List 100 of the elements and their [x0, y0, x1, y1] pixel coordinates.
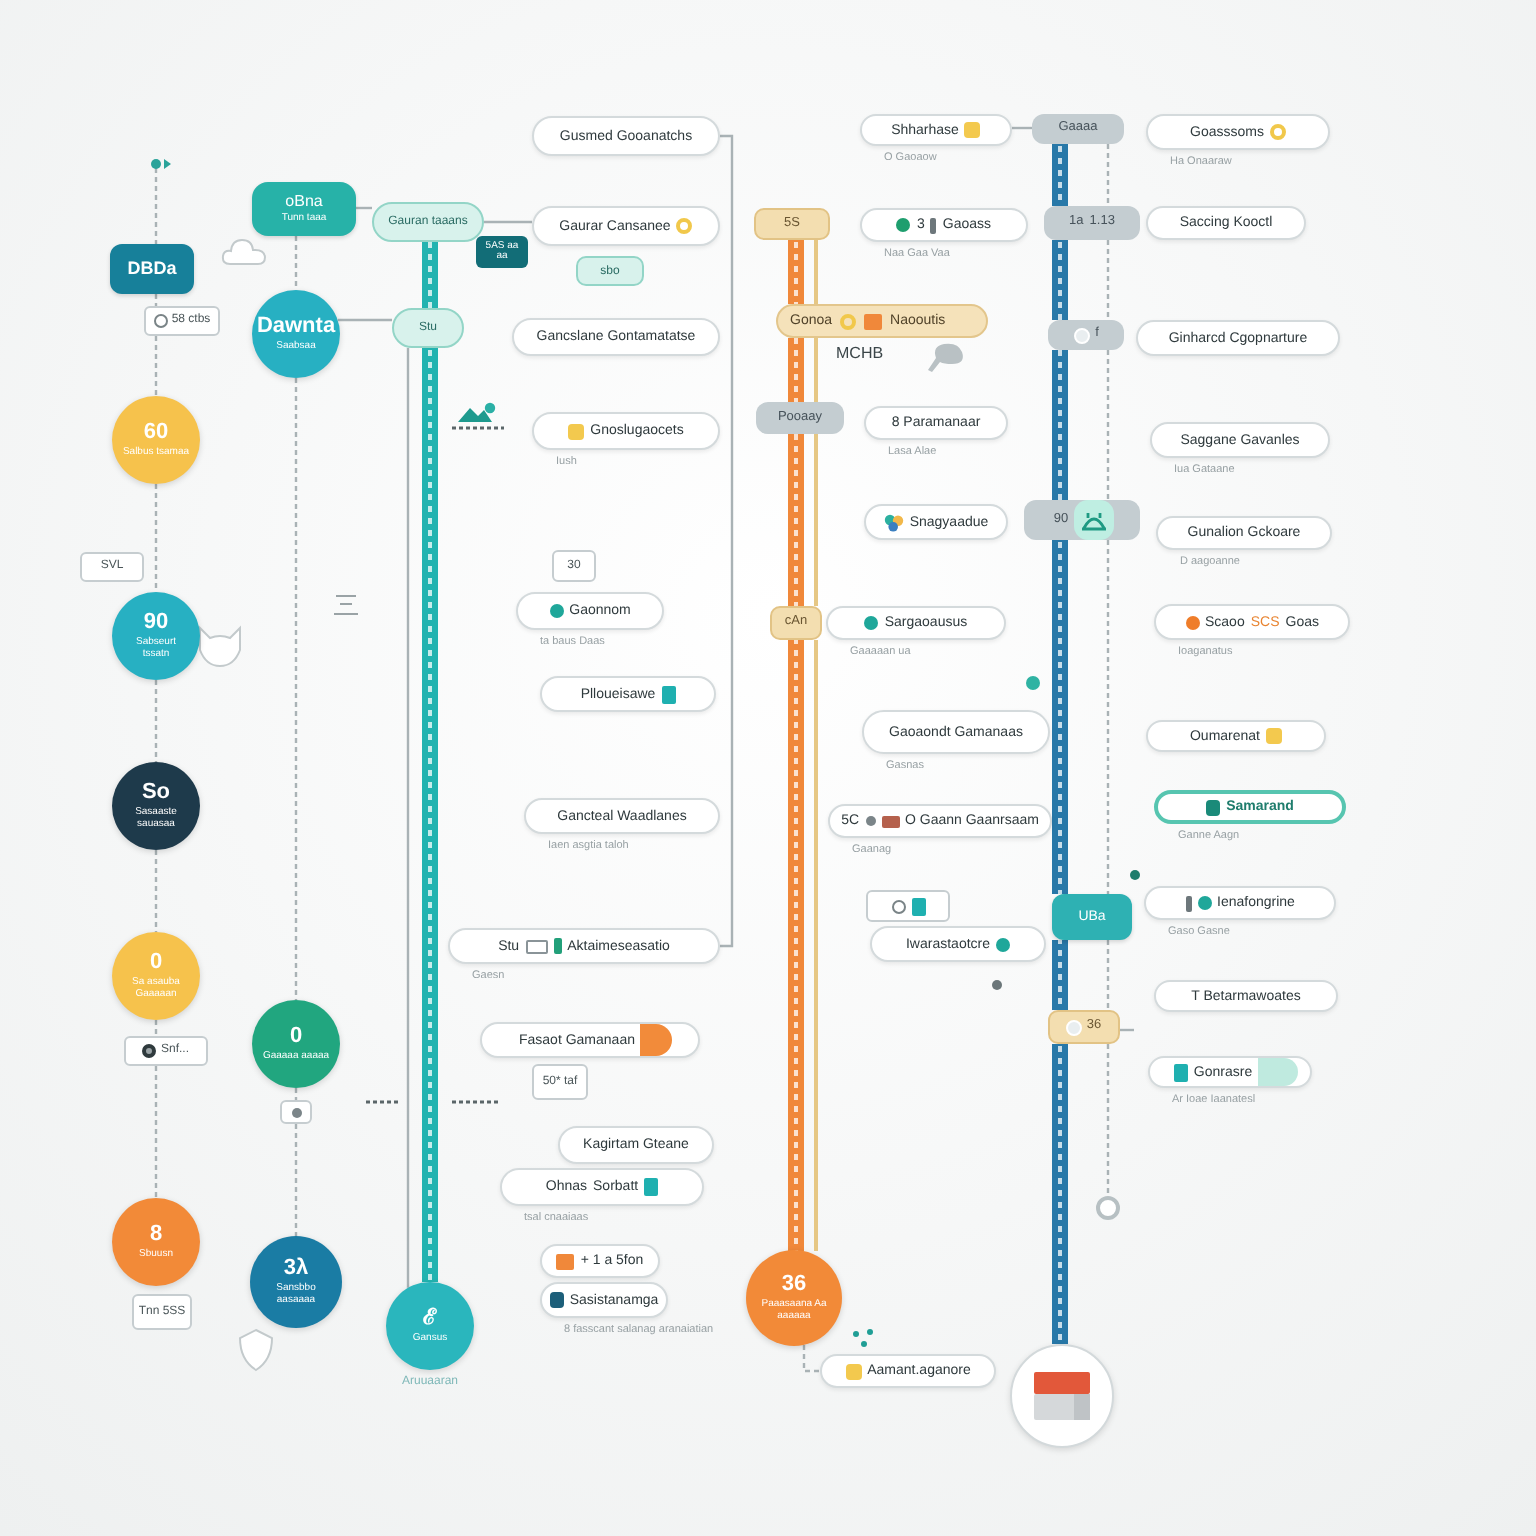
small-tag — [80, 552, 144, 582]
label-pill — [480, 1022, 700, 1058]
label-pill — [540, 1282, 668, 1318]
label-pill — [870, 926, 1046, 962]
dashed-line — [1106, 940, 1110, 1010]
label-pill — [110, 244, 194, 294]
label-pill — [1032, 114, 1124, 144]
label-pill — [540, 676, 716, 712]
label-pill — [860, 114, 1012, 146]
label-pill — [512, 318, 720, 356]
chain-line — [786, 240, 822, 304]
dashed-line — [1106, 240, 1110, 320]
label-pill — [1148, 1056, 1312, 1088]
label-pill — [532, 206, 720, 246]
label-pill — [756, 402, 844, 434]
circle-title: 3λ — [283, 1257, 309, 1280]
chain-line — [1052, 350, 1068, 500]
dashed-line — [294, 378, 298, 1000]
chain-line — [786, 434, 822, 606]
dashed-line — [154, 168, 158, 244]
circle-title: 60 — [143, 421, 169, 444]
chain-line — [1052, 1044, 1068, 1344]
connector-line — [1012, 126, 1032, 130]
label-pill — [1154, 980, 1338, 1012]
small-tag — [770, 606, 822, 640]
small-tag — [1048, 1010, 1120, 1044]
circle-title: 90 — [143, 611, 169, 634]
small-tag — [754, 208, 830, 240]
chain-line — [1052, 144, 1068, 206]
dashed-line — [294, 1088, 298, 1100]
label-pill — [524, 798, 720, 834]
label-pill — [540, 1244, 660, 1278]
circle-title: 0 — [289, 1025, 303, 1048]
label-pill — [1024, 500, 1140, 540]
small-box — [866, 890, 950, 922]
circle-title: 8 — [149, 1223, 163, 1246]
label-pill — [1154, 790, 1346, 824]
label-pill — [252, 182, 356, 236]
label-pill — [1146, 206, 1306, 240]
dashed-line — [154, 336, 158, 396]
label-pill — [1048, 320, 1124, 350]
label-pill — [1146, 720, 1326, 752]
chain-line — [1052, 540, 1068, 894]
dashed-line — [1106, 350, 1110, 500]
circle-title: 36 — [781, 1273, 807, 1296]
dashed-line — [1106, 540, 1110, 894]
label-pill — [864, 406, 1008, 440]
dashed-line — [154, 850, 158, 932]
label-pill — [1044, 206, 1140, 240]
circle-title: ℰ — [423, 1307, 437, 1330]
label-pill — [1156, 516, 1332, 550]
connector-line — [720, 134, 734, 948]
pill-title: oBna — [285, 194, 323, 210]
label-pill — [500, 1168, 704, 1206]
label-pill — [372, 202, 484, 242]
circle-title: Dawnta — [256, 315, 336, 338]
dashed-line — [1106, 144, 1110, 206]
chain-line — [422, 348, 438, 1282]
dashed-line — [1106, 1044, 1110, 1196]
small-tag — [476, 236, 528, 268]
dashed-line — [802, 1345, 820, 1373]
label-pill — [532, 412, 720, 450]
pill-label: DBDa — [127, 260, 177, 278]
speech-bubble — [1052, 894, 1132, 940]
dashed-line — [154, 1020, 158, 1036]
label-pill — [820, 1354, 996, 1388]
caption-text: MCHB — [836, 346, 884, 362]
dashed-line — [154, 1066, 158, 1198]
label-pill — [1150, 422, 1330, 458]
small-tag — [144, 306, 220, 336]
small-tag — [576, 256, 644, 286]
dashed-line — [294, 236, 298, 290]
dashed-line — [154, 484, 158, 592]
chain-line — [786, 640, 822, 1251]
label-pill — [864, 504, 1008, 540]
label-pill — [860, 208, 1028, 242]
label-pill — [392, 308, 464, 348]
label-pill — [532, 116, 720, 156]
label-pill — [828, 804, 1052, 838]
circle-title: So — [141, 781, 171, 804]
label-pill — [1136, 320, 1340, 356]
small-tag — [132, 1294, 192, 1330]
label-pill — [826, 606, 1006, 640]
label-pill — [516, 592, 664, 630]
chain-line — [1052, 940, 1068, 1010]
chain-line — [422, 242, 438, 308]
small-tag — [532, 1064, 588, 1100]
connector-line — [406, 348, 410, 1288]
dashed-line — [154, 680, 158, 762]
label-pill — [1144, 886, 1336, 920]
connector-line — [337, 318, 392, 322]
label-pill — [862, 710, 1050, 754]
small-box — [280, 1100, 312, 1124]
chain-line — [786, 338, 822, 402]
label-pill — [1154, 604, 1350, 640]
circle-title: 0 — [149, 951, 163, 974]
small-tag — [124, 1036, 208, 1066]
label-pill — [558, 1126, 714, 1164]
small-tag — [552, 550, 596, 582]
chain-line — [1052, 240, 1068, 320]
